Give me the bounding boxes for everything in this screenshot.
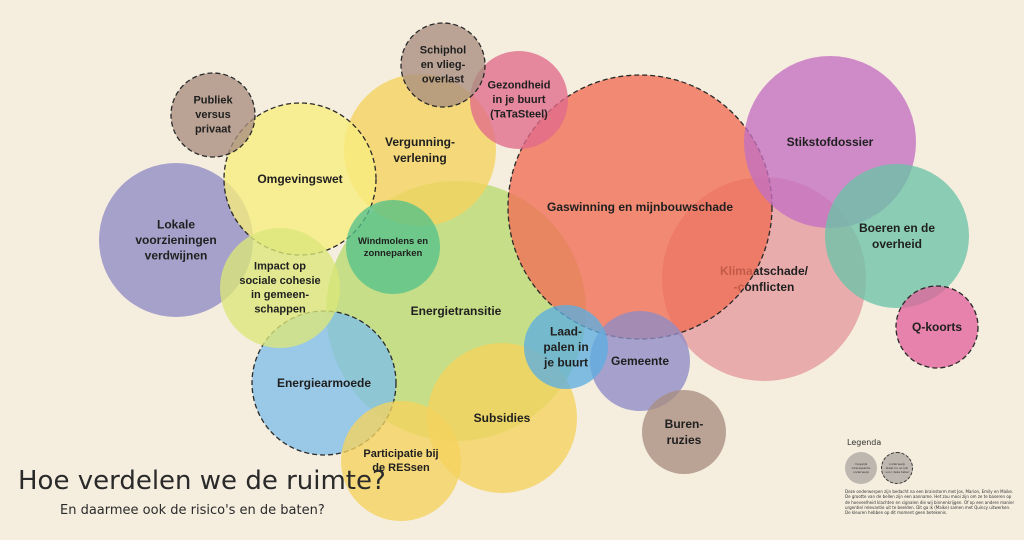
bubble-publiek: Publiek versus privaat <box>170 72 256 158</box>
bubble-circle-schiphol <box>400 22 486 108</box>
bubble-label-vergunning: Vergunning-verlening <box>385 135 455 165</box>
bubble-label-line: overheid <box>872 237 922 251</box>
bubble-label-line: -conflicten <box>734 280 795 294</box>
bubble-label-line: Stikstofdossier <box>787 135 874 149</box>
bubble-vergunning: Vergunning-verlening <box>344 74 496 226</box>
bubble-circle-gezondheid <box>470 51 568 149</box>
bubble-circle-laadpalen <box>524 305 608 389</box>
bubble-label-schiphol: Schiphol en vlieg-overlast <box>420 45 466 86</box>
bubble-circle-qkoorts <box>895 285 979 369</box>
bubble-label-line: Publiek <box>193 95 233 107</box>
bubble-participatie: Participatie bij de RESsen <box>341 401 461 521</box>
bubble-circle-participatie <box>341 401 461 521</box>
bubble-label-windmolens: Windmolens en zonneparken <box>358 235 428 258</box>
bubble-label-line: overlast <box>422 73 465 85</box>
bubble-label-impact: Impact op sociale cohesie in gemeen-schapp… <box>239 261 320 316</box>
bubble-lokale: Lokale voorzieningen verdwijnen <box>99 163 253 317</box>
bubble-label-line: Gemeente <box>611 354 669 368</box>
bubble-label-line: Windmolens en <box>358 235 428 246</box>
bubble-label-publiek: Publiek versus privaat <box>193 95 233 136</box>
bubble-label-line: Vergunning- <box>385 135 455 149</box>
legend-title: Legenda <box>847 438 882 447</box>
bubble-label-gaswinning: Gaswinning en mijnbouwschade <box>547 200 733 214</box>
bubble-label-line: versus <box>195 109 230 121</box>
bubble-label-line: (TaTaSteel) <box>490 108 548 120</box>
bubble-label-stikstof: Stikstofdossier <box>787 135 874 149</box>
bubble-label-line: Energietransitie <box>411 304 502 318</box>
bubble-circle-impact <box>220 228 340 348</box>
bubble-label-participatie: Participatie bij de RESsen <box>363 448 438 474</box>
bubble-schiphol: Schiphol en vlieg-overlast <box>400 22 486 108</box>
bubble-label-gemeente: Gemeente <box>611 354 669 368</box>
bubble-label-line: in je buurt <box>492 94 546 106</box>
bubble-label-line: Gezondheid <box>488 80 551 92</box>
page-title: Hoe verdelen we de ruimte? <box>18 466 386 496</box>
bubble-laadpalen: Laad-palen in je buurt <box>524 305 608 389</box>
bubble-label-line: ruzies <box>667 433 702 447</box>
bubble-impact: Impact op sociale cohesie in gemeen-schapp… <box>220 228 340 348</box>
bubble-label-subsidies: Subsidies <box>474 411 531 425</box>
bubble-circle-windmolens <box>346 200 440 294</box>
bubble-label-line: verlening <box>393 151 446 165</box>
bubble-label-energiearmoede: Energiearmoede <box>277 376 371 390</box>
bubble-label-lokale: Lokale voorzieningen verdwijnen <box>135 217 216 262</box>
bubble-label-line: Laad- <box>550 324 582 338</box>
bubble-label-line: Energiearmoede <box>277 376 371 390</box>
bubble-label-line: schappen <box>254 303 306 315</box>
bubble-label-line: sociale cohesie <box>239 275 320 287</box>
bubble-label-line: Participatie bij <box>363 448 438 460</box>
bubble-circle-publiek <box>170 72 256 158</box>
bubble-subsidies: Subsidies <box>427 343 577 493</box>
bubble-label-line: Lokale <box>157 217 195 231</box>
bubble-label-line: Q-koorts <box>912 320 962 334</box>
legend-swatch-solid: mogelijk interessante onderwerp <box>845 452 877 484</box>
bubble-label-line: in gemeen- <box>251 289 309 301</box>
bubble-omgevingswet: Omgevingswet <box>223 102 377 256</box>
bubble-label-line: Subsidies <box>474 411 531 425</box>
bubble-label-burenruzies: Buren-ruzies <box>665 417 704 447</box>
bubble-label-line: de RESsen <box>372 462 430 474</box>
bubble-boeren: Boeren en de overheid <box>825 164 969 308</box>
bubble-circle-vergunning <box>344 74 496 226</box>
bubble-label-line: Buren- <box>665 417 704 431</box>
bubble-label-line: en vlieg- <box>421 59 466 71</box>
bubble-label-boeren: Boeren en de overheid <box>859 221 935 251</box>
bubble-label-qkoorts: Q-koorts <box>912 320 962 334</box>
bubble-circle-subsidies <box>427 343 577 493</box>
bubble-label-line: Omgevingswet <box>257 172 342 186</box>
bubble-gezondheid: Gezondheid in je buurt (TaTaSteel) <box>470 51 568 149</box>
bubble-qkoorts: Q-koorts <box>895 285 979 369</box>
page-subtitle: En daarmee ook de risico's en de baten? <box>60 503 325 518</box>
bubble-circle-gemeente <box>590 311 690 411</box>
bubble-label-line: palen in <box>543 340 588 354</box>
bubble-burenruzies: Buren-ruzies <box>642 390 726 474</box>
bubble-gaswinning: Gaswinning en mijnbouwschade <box>507 74 773 340</box>
bubble-label-gezondheid: Gezondheid in je buurt (TaTaSteel) <box>488 80 551 121</box>
bubble-label-laadpalen: Laad-palen in je buurt <box>543 324 589 369</box>
bubble-windmolens: Windmolens en zonneparken <box>346 200 440 294</box>
bubble-circle-lokale <box>99 163 253 317</box>
legend-swatch-dashed: onderwerp staat nu al ook voor deze tabe… <box>881 452 913 484</box>
bubble-label-omgevingswet: Omgevingswet <box>257 172 342 186</box>
bubble-label-line: Gaswinning en mijnbouwschade <box>547 200 733 214</box>
bubble-label-line: privaat <box>195 123 231 135</box>
legend: Legenda mogelijk interessante onderwerp … <box>845 438 1017 515</box>
bubble-label-line: Boeren en de <box>859 221 935 235</box>
bubble-gemeente: Gemeente <box>590 311 690 411</box>
bubble-circle-omgevingswet <box>223 102 377 256</box>
bubble-label-line: voorzieningen <box>135 233 216 247</box>
legend-swatches: mogelijk interessante onderwerp onderwer… <box>845 452 1017 484</box>
legend-description: Deze onderwerpen zijn bedacht na een bra… <box>845 489 1015 516</box>
bubble-label-line: Schiphol <box>420 45 466 57</box>
bubble-label-line: Impact op <box>254 261 306 273</box>
bubble-circle-gaswinning <box>507 74 773 340</box>
bubble-label-line: verdwijnen <box>145 249 208 263</box>
bubble-label-line: je buurt <box>543 356 588 370</box>
bubble-label-line: zonneparken <box>364 248 423 259</box>
bubble-label-energietransitie: Energietransitie <box>411 304 502 318</box>
bubble-circle-burenruzies <box>642 390 726 474</box>
bubble-circle-boeren <box>825 164 969 308</box>
